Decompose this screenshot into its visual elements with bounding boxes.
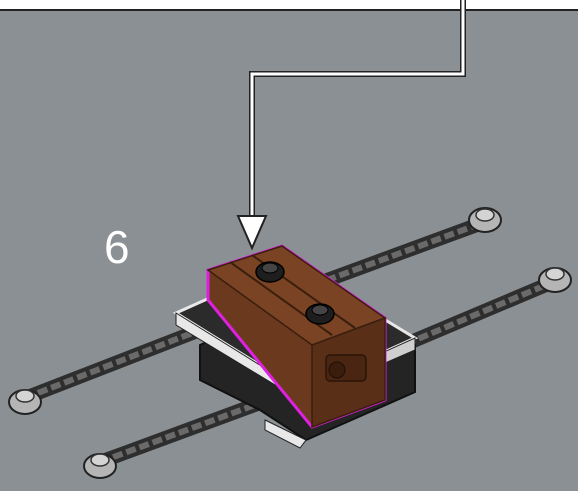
chain-back-left [9, 330, 200, 414]
arrow-head-icon [238, 216, 266, 248]
chain-back-right [300, 208, 501, 290]
step-number: 6 [104, 224, 130, 270]
callout-arrow [238, 0, 463, 248]
